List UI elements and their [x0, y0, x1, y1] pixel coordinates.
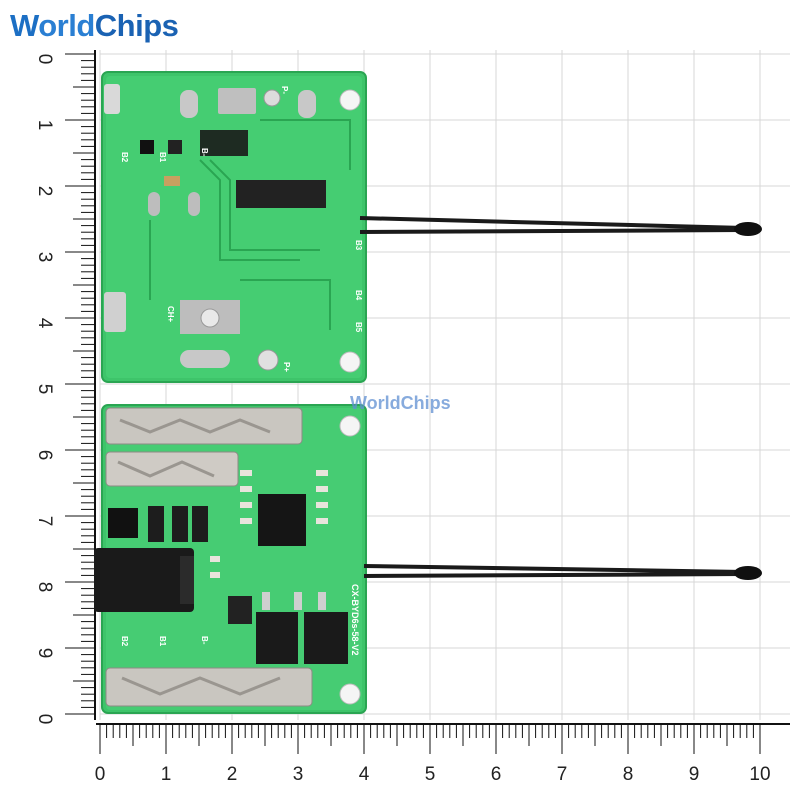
label-b2: B2: [120, 152, 129, 163]
thermistor-top: [359, 216, 762, 236]
bottom-ruler-label: 3: [292, 764, 304, 785]
label-b-minus: B-: [200, 148, 209, 157]
brand-logo-part1: orld: [38, 8, 95, 43]
board-model-label: CX-BYD6s-58-V2: [350, 584, 360, 656]
brand-logo-initial: W: [10, 8, 39, 43]
watermark-logo: WorldChips: [350, 393, 451, 413]
bottom-ruler-label: 8: [622, 764, 634, 785]
bottom-ruler-label: 4: [358, 764, 370, 785]
label-bottom-b2: B2: [120, 636, 129, 647]
label-ch-plus: CH+: [166, 306, 175, 323]
pcb-board-top: B2 B1 B- CH+ P- P+ B3 B4 B5: [101, 71, 367, 383]
brand-logo-part2: Chips: [94, 8, 179, 43]
bottom-ruler-label: 10: [749, 764, 771, 785]
bottom-ruler-label: 9: [688, 764, 700, 785]
bottom-ruler-label: 7: [556, 764, 568, 785]
label-p-minus: P-: [280, 86, 289, 94]
label-b4: B4: [354, 290, 363, 301]
label-p-plus: P+: [282, 362, 291, 372]
bottom-ruler-label: 1: [160, 764, 172, 785]
label-bottom-b-minus: B-: [200, 636, 209, 645]
label-b1: B1: [158, 152, 167, 163]
bottom-ruler-label: 0: [94, 764, 106, 785]
label-bottom-b1: B1: [158, 636, 167, 647]
bottom-ruler-label: 5: [424, 764, 436, 785]
bottom-ruler-label: 6: [490, 764, 502, 785]
thermistor-bottom: [363, 564, 762, 580]
brand-logo: WorldChips: [10, 8, 179, 44]
pcb-board-bottom: B2 B1 B- CX-BYD6s-58-V2: [94, 404, 367, 714]
bottom-ruler-label: 2: [226, 764, 238, 785]
label-b3: B3: [354, 240, 363, 251]
label-b5: B5: [354, 322, 363, 333]
